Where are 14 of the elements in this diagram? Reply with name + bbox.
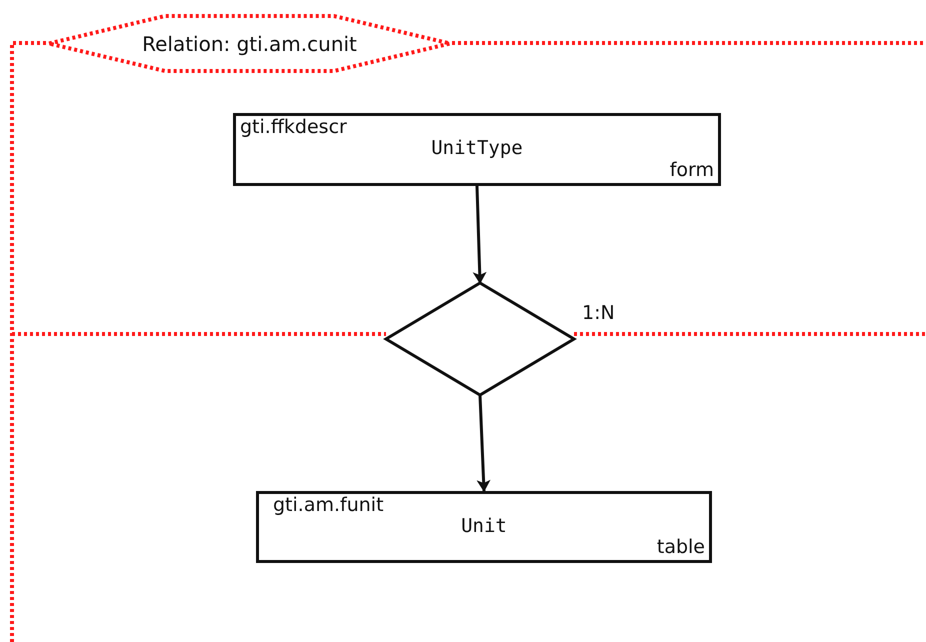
relation-hexagon: [47, 14, 452, 73]
arrow: [472, 186, 487, 284]
entity-kind: table: [656, 536, 705, 558]
schema-name: gti.ffkdescr: [240, 116, 347, 138]
relation-label: Relation: gti.am.cunit: [141, 32, 358, 56]
entity-box: [233, 113, 721, 186]
cardinality-label: 1:N: [582, 302, 615, 324]
entity-name: UnitType: [430, 136, 524, 160]
entity-box: [256, 491, 712, 563]
entity-name: Unit: [460, 514, 508, 538]
arrow: [476, 394, 491, 492]
schema-name: gti.am.funit: [273, 494, 384, 516]
entity-kind: form: [670, 159, 714, 181]
relationship-diamond: [386, 283, 574, 395]
